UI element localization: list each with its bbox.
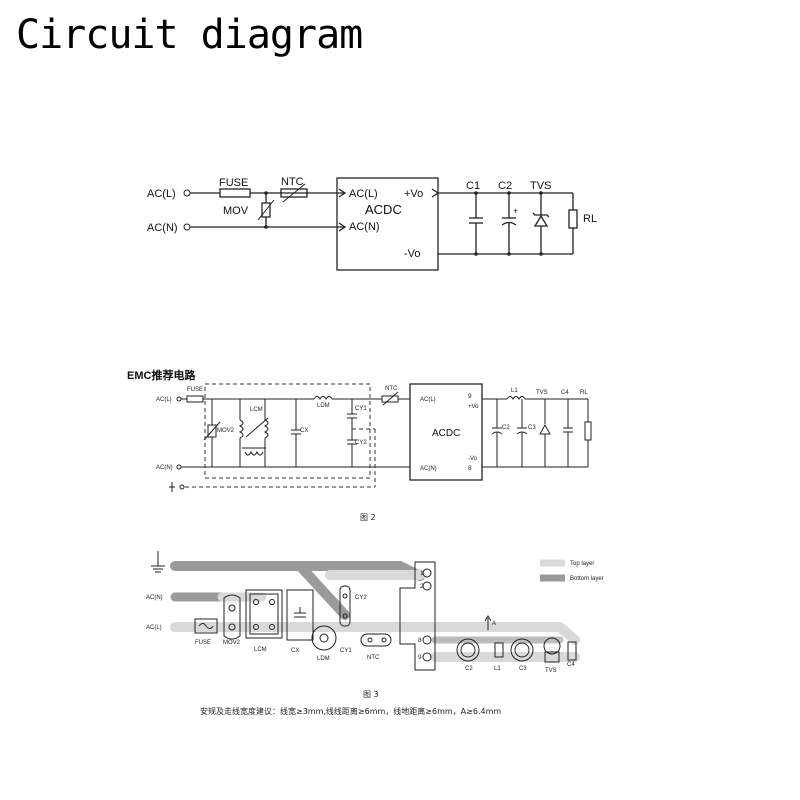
svg-text:RL: RL bbox=[580, 390, 588, 396]
svg-text:CY2: CY2 bbox=[355, 440, 367, 446]
svg-text:CY1: CY1 bbox=[355, 406, 367, 412]
module-plus-vo: +Vo bbox=[404, 188, 423, 200]
svg-text:MOV2: MOV2 bbox=[217, 428, 235, 434]
pcb-layout-diagram: Top layer Bottom layer AC(N) AC(L) 1 2 8… bbox=[146, 551, 604, 716]
svg-text:C4: C4 bbox=[561, 390, 569, 396]
acdc-module bbox=[336, 177, 439, 271]
svg-text:1: 1 bbox=[420, 570, 424, 577]
figure-3-caption: 图 3 bbox=[363, 690, 379, 699]
svg-text:C3: C3 bbox=[519, 666, 527, 672]
tvs-label: TVS bbox=[530, 180, 551, 192]
svg-text:AC(N): AC(N) bbox=[156, 465, 173, 471]
svg-text:TVS: TVS bbox=[536, 390, 548, 396]
rl-label: RL bbox=[583, 213, 597, 225]
svg-text:LCM: LCM bbox=[250, 407, 263, 413]
fuse-label: FUSE bbox=[219, 177, 248, 189]
svg-text:TVS: TVS bbox=[545, 668, 557, 674]
svg-text:MOV2: MOV2 bbox=[223, 640, 241, 646]
mov-label: MOV bbox=[223, 205, 249, 217]
svg-text:LDM: LDM bbox=[317, 403, 330, 409]
svg-text:C3: C3 bbox=[528, 425, 536, 431]
layout-recommendation-note: 安规及走线宽度建议：线宽≥3mm,线线距离≥6mm，线地距离≥6mm，A≥6.4… bbox=[200, 706, 501, 716]
svg-text:LDM: LDM bbox=[317, 656, 330, 662]
acdc-module-emc bbox=[409, 383, 483, 481]
module-input-n: AC(N) bbox=[349, 221, 380, 233]
svg-text:C2: C2 bbox=[502, 425, 510, 431]
c2-label: C2 bbox=[498, 180, 512, 192]
svg-text:8: 8 bbox=[418, 637, 422, 644]
svg-text:FUSE: FUSE bbox=[187, 387, 203, 393]
svg-text:L1: L1 bbox=[511, 388, 518, 394]
module-footprint bbox=[399, 561, 436, 671]
svg-text:9: 9 bbox=[468, 393, 472, 400]
basic-circuit-diagram: AC(L) +Vo ACDC AC(N) -Vo + AC(L) AC(N) F… bbox=[147, 176, 597, 271]
ac-l-label: AC(L) bbox=[147, 188, 176, 200]
svg-text:CY1: CY1 bbox=[340, 648, 352, 654]
svg-text:AC(L): AC(L) bbox=[146, 625, 162, 631]
svg-text:AC(L): AC(L) bbox=[156, 397, 172, 403]
ntc-label: NTC bbox=[281, 176, 304, 188]
svg-text:AC(N): AC(N) bbox=[146, 595, 163, 601]
legend-top-layer: Top layer bbox=[570, 561, 594, 567]
svg-text:FUSE: FUSE bbox=[195, 640, 211, 646]
svg-text:8: 8 bbox=[468, 465, 472, 472]
svg-text:-Vo: -Vo bbox=[468, 456, 478, 462]
svg-text:NTC: NTC bbox=[385, 386, 398, 392]
svg-text:C4: C4 bbox=[567, 662, 575, 668]
svg-text:2: 2 bbox=[420, 583, 424, 590]
svg-text:+Vo: +Vo bbox=[468, 404, 479, 410]
svg-text:CX: CX bbox=[300, 428, 308, 434]
ac-n-label: AC(N) bbox=[147, 222, 178, 234]
svg-text:CY2: CY2 bbox=[355, 595, 367, 601]
emc-filter-box bbox=[204, 383, 371, 479]
load-resistor bbox=[568, 209, 578, 229]
emc-recommended-circuit: EMC推荐电路 AC(L) AC(N) ACD bbox=[127, 368, 592, 522]
svg-text:L1: L1 bbox=[494, 666, 501, 672]
svg-text:+: + bbox=[513, 206, 518, 216]
svg-text:C2: C2 bbox=[465, 666, 473, 672]
svg-text:A: A bbox=[492, 621, 496, 627]
ntc-symbol bbox=[280, 188, 308, 198]
svg-text:CX: CX bbox=[291, 648, 299, 654]
emc-heading: EMC推荐电路 bbox=[127, 368, 196, 382]
legend-bottom-layer: Bottom layer bbox=[570, 576, 604, 582]
module-label: ACDC bbox=[365, 202, 402, 217]
svg-text:9: 9 bbox=[418, 654, 422, 661]
module-input-l: AC(L) bbox=[349, 188, 378, 200]
module-minus-vo: -Vo bbox=[404, 248, 421, 260]
svg-text:AC(N): AC(N) bbox=[420, 466, 437, 472]
figure-2-caption: 图 2 bbox=[360, 513, 376, 522]
top-layer-trace bbox=[170, 622, 580, 645]
svg-text:ACDC: ACDC bbox=[432, 428, 460, 439]
page-title: Circuit diagram bbox=[16, 12, 363, 58]
c1-label: C1 bbox=[466, 180, 480, 192]
svg-text:AC(L): AC(L) bbox=[420, 397, 436, 403]
svg-text:NTC: NTC bbox=[367, 655, 380, 661]
fuse-symbol bbox=[219, 188, 251, 198]
svg-text:LCM: LCM bbox=[254, 647, 267, 653]
